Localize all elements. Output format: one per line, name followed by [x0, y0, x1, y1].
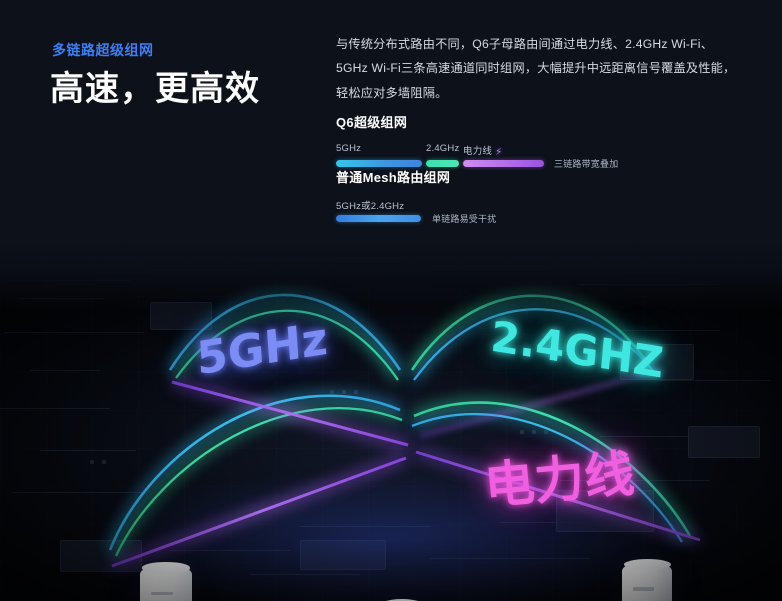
- overlay-label-powerline: 电力线: [482, 444, 637, 516]
- chart-q6-annotation: 三链路带宽叠加: [554, 159, 619, 169]
- chart-mesh-title: 普通Mesh路由组网: [336, 170, 451, 185]
- label-5ghz: 5GHz: [336, 143, 362, 154]
- router-logo: [633, 587, 654, 591]
- satellite-router-top-left: [140, 562, 192, 601]
- bar-segment-5ghz: [336, 160, 422, 167]
- router-highlight: [147, 570, 156, 601]
- chart-standard-mesh: 普通Mesh路由组网 5GHz或2.4GHz 单链路易受干扰: [336, 167, 496, 224]
- chart-q6-supermesh: Q6超级组网 5GHz 2.4GHz 电力线⚡ 三链路带宽叠加: [336, 112, 618, 169]
- chart-mesh-bar-row: 单链路易受干扰: [336, 214, 496, 224]
- lightning-bolt-icon: ⚡: [495, 147, 503, 158]
- label-5ghz-or-24ghz: 5GHz或2.4GHz: [336, 201, 405, 212]
- satellite-router-top-right: [622, 559, 672, 601]
- chart-q6-bar-row: 三链路带宽叠加: [336, 159, 618, 169]
- bar-segment-mesh: [336, 215, 421, 222]
- bar-segment-powerline: [463, 160, 544, 167]
- chart-mesh-annotation: 单链路易受干扰: [432, 214, 497, 224]
- top-info-panel: 多链路超级组网 高速，更高效 与传统分布式路由不同，Q6子母路由间通过电力线、2…: [0, 0, 782, 240]
- label-24ghz: 2.4GHz: [426, 143, 460, 154]
- chart-q6-title: Q6超级组网: [336, 115, 408, 130]
- router-logo: [151, 591, 174, 596]
- chart-mesh-labels: 5GHz或2.4GHz: [336, 198, 450, 212]
- hero-product-photo: [0, 240, 782, 601]
- description-line-3: 轻松应对多墙阻隔。: [336, 85, 448, 100]
- label-powerline: 电力线⚡: [463, 146, 503, 158]
- description-line-1: 与传统分布式路由不同，Q6子母路由间通过电力线、2.4GHz Wi-Fi、: [336, 37, 714, 51]
- chart-q6-labels: 5GHz 2.4GHz 电力线⚡: [336, 143, 502, 158]
- page-title: 高速，更高效: [50, 70, 260, 108]
- section-eyebrow: 多链路超级组网: [52, 42, 154, 58]
- description-paragraph: 与传统分布式路由不同，Q6子母路由间通过电力线、2.4GHz Wi-Fi、 5G…: [336, 32, 736, 105]
- bar-segment-24ghz: [426, 160, 459, 167]
- description-line-2: 5GHz Wi-Fi三条高速通道同时组网，大幅提升中远距离信号覆盖及性能，: [336, 61, 736, 76]
- signal-light-trails: [90, 290, 702, 601]
